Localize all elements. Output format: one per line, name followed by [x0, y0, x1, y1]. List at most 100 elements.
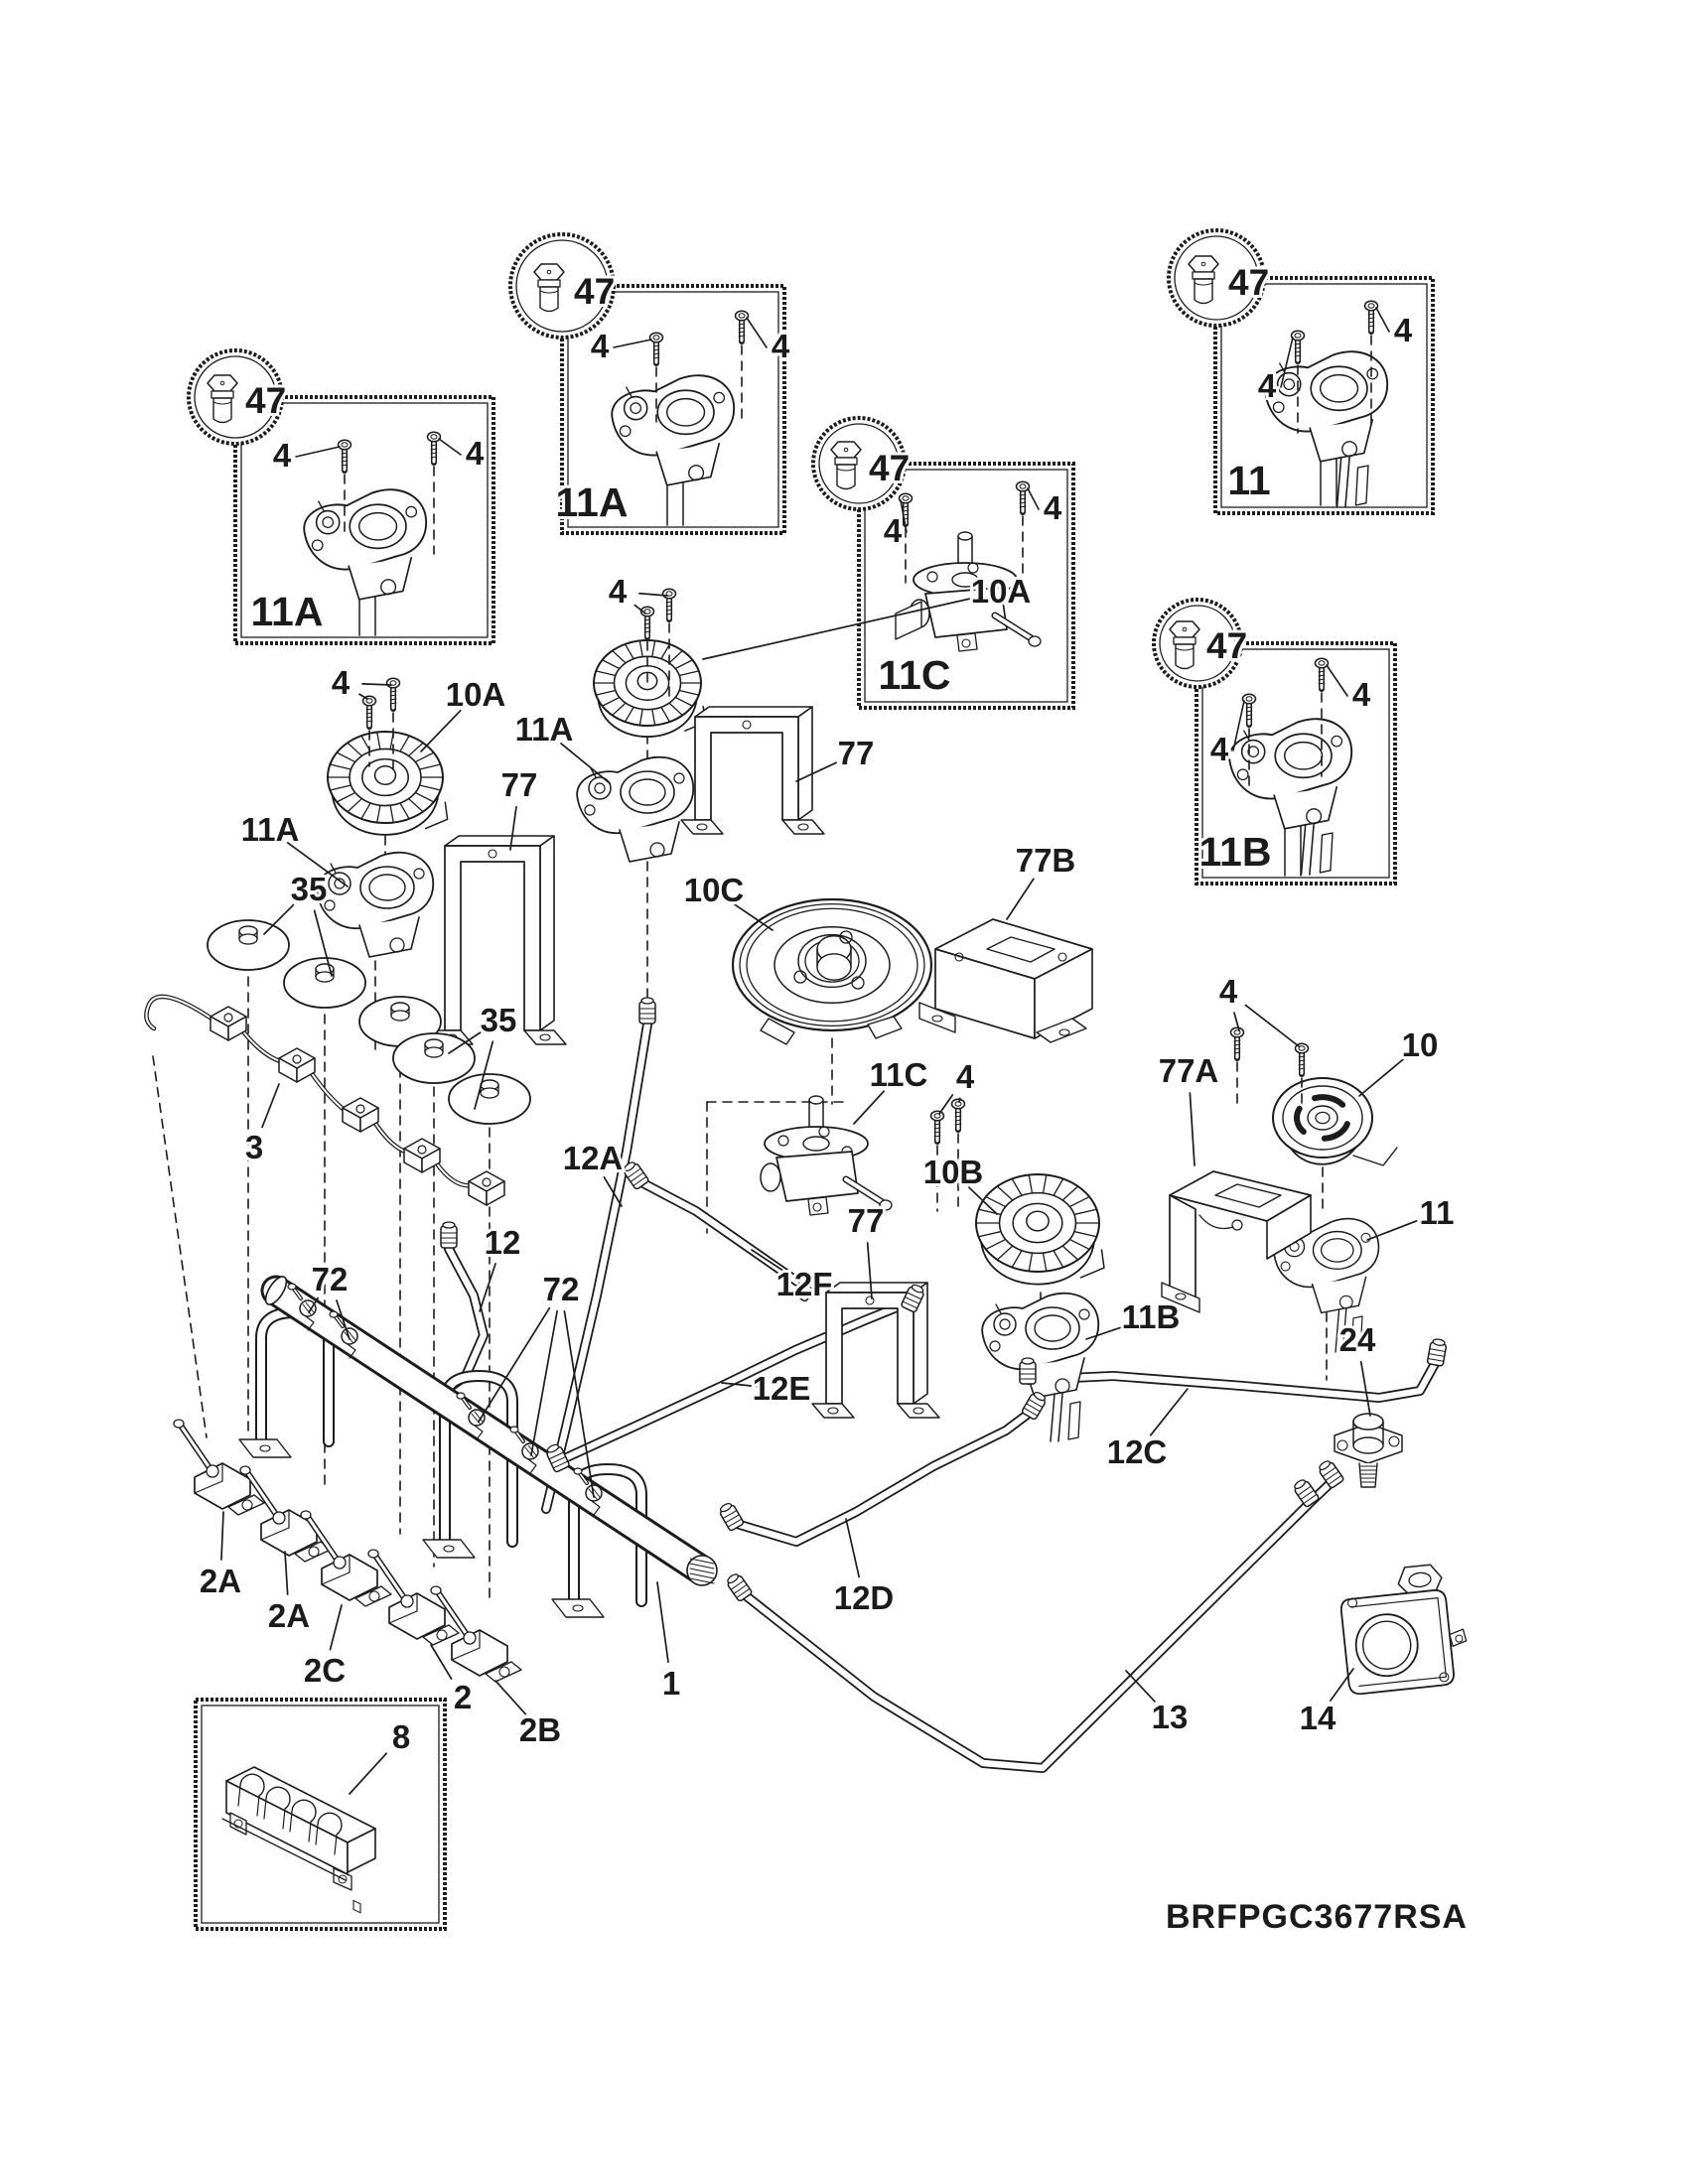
callout-12F: 12F: [751, 1249, 835, 1305]
callout-77: 77: [795, 732, 877, 782]
callout-2: 2: [430, 1644, 475, 1718]
label-12E: 12E: [753, 1370, 811, 1407]
screw-4: [361, 695, 377, 767]
callout-72: 72: [478, 1268, 595, 1498]
label-11A: 11A: [241, 811, 300, 848]
screw-4: [1363, 300, 1379, 430]
label-11B: 11B: [1199, 829, 1272, 875]
callout-10B: 10B: [920, 1151, 998, 1215]
label-47: 47: [245, 380, 286, 421]
callout-72: 72: [308, 1258, 351, 1340]
callout-12E: 12E: [721, 1367, 813, 1410]
support-bracket-77: [811, 1282, 940, 1419]
label-72: 72: [543, 1271, 580, 1307]
fittings: [287, 997, 1448, 1602]
callout-10: 10: [1358, 1024, 1441, 1097]
surface-burner-10c: [731, 897, 933, 1045]
star-burner: [593, 639, 707, 738]
callout-11C: 11C: [853, 1053, 930, 1125]
igniter-block: [210, 1006, 247, 1041]
pressure-regulator-14: [1339, 1564, 1468, 1696]
compression-fitting: [901, 1284, 924, 1313]
burner-valve-assembly: [760, 1095, 893, 1216]
parts: [173, 639, 1468, 1914]
label-4: 4: [332, 664, 351, 701]
label-24: 24: [1339, 1321, 1376, 1358]
screw-4: [898, 492, 914, 584]
callout-12C: 12C: [1104, 1388, 1189, 1473]
label-47: 47: [1206, 625, 1247, 666]
label-2C: 2C: [304, 1652, 346, 1689]
screw-4: [929, 1110, 945, 1212]
callout-10A: 10A: [702, 570, 1034, 660]
orifice-holder: [303, 488, 428, 601]
orifice-holder-igniter: [1264, 350, 1389, 508]
label-10: 10: [1402, 1026, 1439, 1063]
callout-77: 77: [498, 763, 540, 851]
support-bracket-77b: [918, 918, 1093, 1043]
callout-11A: 11A: [512, 708, 611, 784]
label-10C: 10C: [684, 872, 745, 908]
compression-fitting: [638, 997, 656, 1024]
label-3: 3: [245, 1129, 263, 1165]
label-4: 4: [772, 328, 790, 364]
callout-10A: 10A: [420, 673, 508, 752]
orifice-holder-igniter: [981, 1292, 1100, 1442]
screw-4: [950, 1098, 966, 1214]
burner-valve-11c: [760, 1095, 893, 1216]
pressure-regulator: [1339, 1564, 1468, 1696]
orifice-holder-11a-left: [316, 851, 435, 958]
screw-4: [1229, 1026, 1245, 1105]
gas-valve-2b: [430, 1585, 522, 1683]
label-4: 4: [884, 512, 903, 549]
label-2A: 2A: [268, 1597, 310, 1634]
diagram-part-code: BRFPGC3677RSA: [1166, 1898, 1468, 1936]
elbow-fitting-24: [1334, 1413, 1403, 1488]
label-11B: 11B: [1122, 1298, 1181, 1335]
compression-fitting: [1426, 1338, 1448, 1367]
surface-burner-10a-mid: [593, 639, 707, 738]
simmer-plate: [448, 1073, 531, 1125]
tube-12c: [1024, 1357, 1441, 1403]
label-4: 4: [466, 435, 485, 472]
callout-11A: 11A: [238, 808, 349, 887]
gas-valve-2c: [300, 1510, 392, 1607]
callout-11: 11: [1366, 1191, 1457, 1241]
orifice-spud-47: [533, 263, 565, 313]
label-72: 72: [312, 1261, 349, 1297]
label-11C: 11C: [870, 1056, 928, 1093]
gas-valve: [239, 1465, 332, 1563]
label-11: 11: [1420, 1194, 1455, 1231]
support-bracket-77a: [1161, 1170, 1312, 1313]
label-10A: 10A: [971, 573, 1032, 610]
callout-10C: 10C: [681, 869, 774, 931]
compression-fitting: [440, 1221, 458, 1249]
label-11A: 11A: [251, 589, 324, 634]
callout-3: 3: [242, 1083, 280, 1168]
bracket-77-low: [811, 1282, 940, 1419]
igniter-block: [403, 1138, 441, 1173]
callout-2B: 2B: [494, 1680, 564, 1751]
orifice-holder-11a-mid: [576, 755, 695, 863]
spark-module: [221, 1766, 376, 1914]
igniter-harness-3: [144, 994, 505, 1206]
label-4: 4: [609, 573, 628, 610]
sealed-burner-base: [1272, 1077, 1398, 1166]
orifice-holder: [316, 851, 435, 958]
elbow-fitting: [1334, 1413, 1403, 1488]
compression-fitting: [1319, 1460, 1344, 1489]
orifice-holder: [576, 755, 695, 863]
gas-valve-2a: [239, 1465, 332, 1563]
label-77: 77: [848, 1202, 885, 1239]
label-47: 47: [1228, 262, 1269, 303]
manifold-clip-72: [329, 1310, 358, 1359]
support-bracket-77: [680, 706, 825, 835]
tube-12d: [732, 1408, 1035, 1547]
spark-module-8: [221, 1766, 376, 1914]
label-4: 4: [1352, 676, 1371, 713]
label-1: 1: [662, 1665, 680, 1702]
